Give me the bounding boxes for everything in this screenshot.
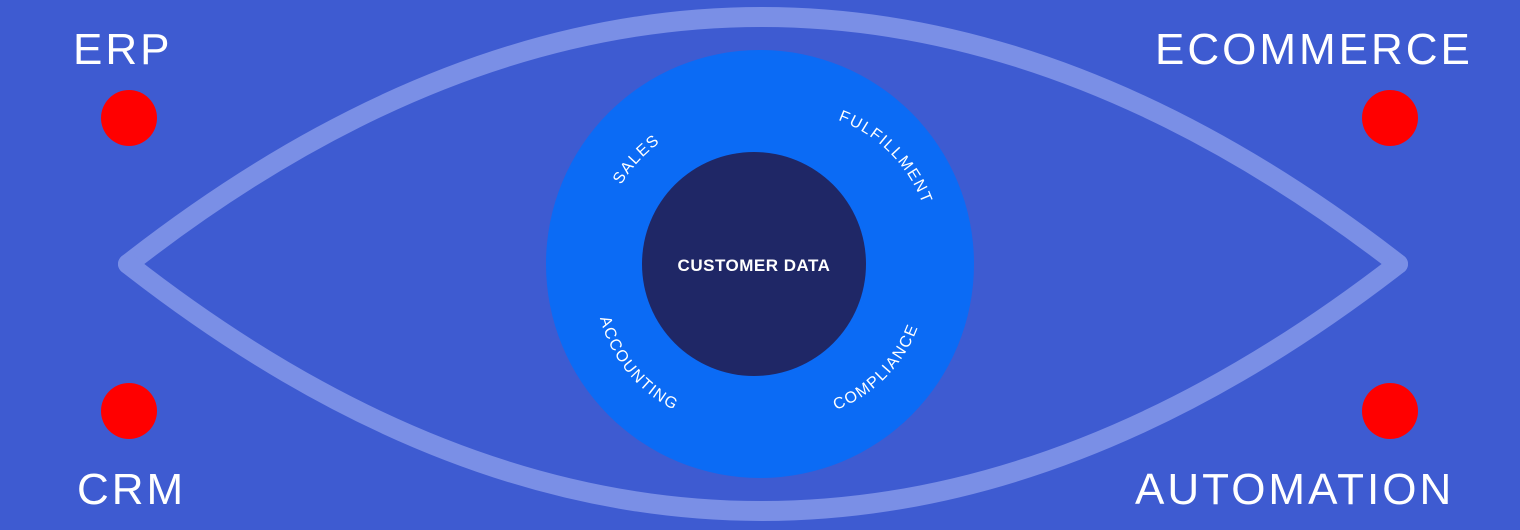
- system-label-ecommerce: ECOMMERCE: [1155, 25, 1473, 74]
- eye-outline-top: [118, 7, 1408, 274]
- dot-erp: [101, 90, 157, 146]
- system-label-erp: ERP: [73, 25, 173, 74]
- dot-automation: [1362, 383, 1418, 439]
- core-label: CUSTOMER DATA: [678, 256, 831, 275]
- system-label-crm: CRM: [77, 465, 187, 514]
- dot-ecommerce: [1362, 90, 1418, 146]
- dot-crm: [101, 383, 157, 439]
- pupil-circle: [642, 152, 866, 376]
- system-label-automation: AUTOMATION: [1135, 465, 1455, 514]
- eye-outline-bottom: [118, 254, 1408, 521]
